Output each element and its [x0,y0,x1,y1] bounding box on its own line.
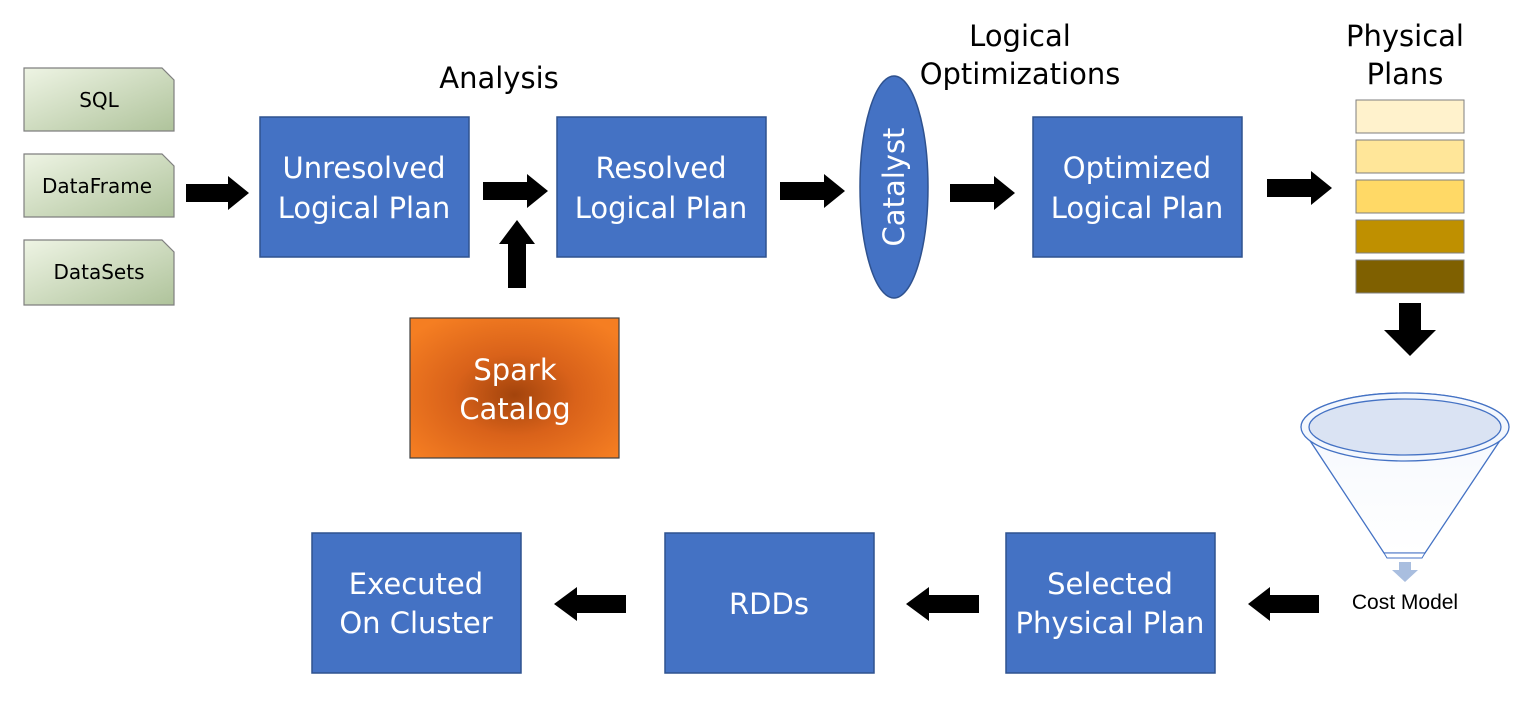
optimized-logical-plan-box: Optimized Logical Plan [1032,116,1243,258]
optimized-line1: Optimized [1063,151,1211,185]
source-datasets-label: DataSets [53,260,144,284]
executed-on-cluster-box: Executed On Cluster [311,532,522,674]
unresolved-line1: Unresolved [282,151,445,185]
spark-catalog-box: Spark Catalog [409,317,620,459]
catalyst-label: Catalyst [877,128,911,247]
physical-plan-2 [1355,139,1465,174]
resolved-line1: Resolved [595,151,726,185]
rdds-box: RDDs [664,532,875,674]
cost-model-funnel [1300,392,1510,582]
arrow-rdds-to-executed [554,587,626,621]
unresolved-logical-plan-box: Unresolved Logical Plan [259,116,470,258]
spark-catalog-line2: Catalog [459,392,570,426]
logical-optimizations-label-line2: Optimizations [920,57,1121,91]
arrow-sources-to-unresolved [186,176,249,210]
physical-plan-1 [1355,99,1465,134]
selected-line2: Physical Plan [1016,606,1205,640]
selected-line1: Selected [1047,567,1173,601]
arrow-catalyst-to-optimized [950,176,1015,210]
resolved-line2: Logical Plan [575,191,748,225]
executed-line2: On Cluster [339,606,492,640]
source-dataframe: DataFrame [23,153,175,218]
source-dataframe-label: DataFrame [42,174,152,198]
physical-plans-stack [1355,99,1465,294]
spark-catalog-line1: Spark [473,353,557,387]
physical-plan-3 [1355,179,1465,214]
physical-plans-label-line2: Plans [1367,57,1444,91]
arrow-physical-plans-to-cost-model [1384,303,1436,356]
arrow-cost-model-to-selected [1248,587,1319,621]
source-sql-label: SQL [79,88,119,112]
funnel-output-arrow [1392,562,1418,582]
physical-plan-5 [1355,259,1465,294]
logical-optimizations-label-line1: Logical [969,19,1071,53]
physical-plan-4 [1355,219,1465,254]
catalyst-ellipse: Catalyst [859,75,929,299]
rdds-label: RDDs [729,587,809,621]
arrow-resolved-to-catalyst [780,174,845,208]
arrow-unresolved-to-resolved [483,174,548,208]
resolved-logical-plan-box: Resolved Logical Plan [556,116,767,258]
analysis-label: Analysis [439,61,558,95]
arrow-selected-to-rdds [906,587,979,621]
source-sql: SQL [23,67,175,132]
optimized-line2: Logical Plan [1051,191,1224,225]
physical-plans-label-line1: Physical [1346,19,1464,53]
executed-line1: Executed [349,567,483,601]
source-datasets: DataSets [23,239,175,306]
arrow-catalog-to-analysis [499,220,535,288]
cost-model-label: Cost Model [1352,591,1458,614]
unresolved-line2: Logical Plan [278,191,451,225]
arrow-optimized-to-physical-plans [1267,171,1332,205]
selected-physical-plan-box: Selected Physical Plan [1005,532,1216,674]
